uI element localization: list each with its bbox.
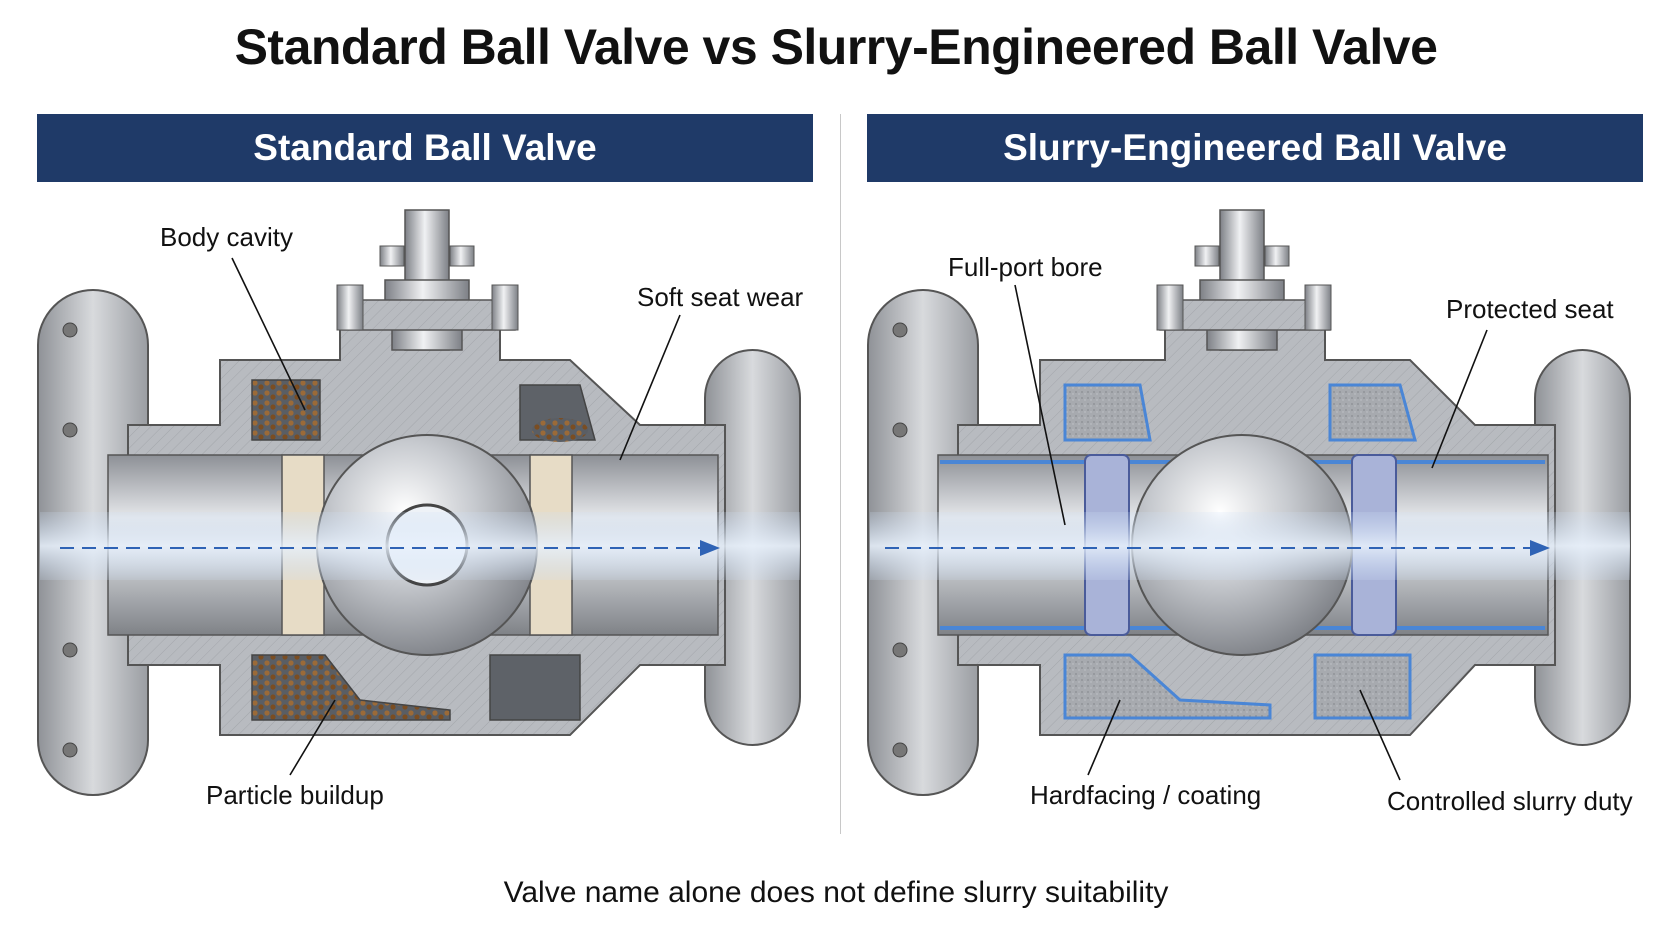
page-title: Standard Ball Valve vs Slurry-Engineered…: [234, 19, 1438, 75]
label-protected-seat: Protected seat: [1446, 294, 1614, 324]
label-full-port-bore: Full-port bore: [948, 252, 1103, 282]
label-hardfacing-coating: Hardfacing / coating: [1030, 780, 1262, 810]
standard-valve-drawing: [37, 209, 801, 796]
slurry-valve-drawing: [867, 209, 1631, 796]
standard-valve-heading: Standard Ball Valve: [37, 114, 813, 182]
panel-divider: [840, 114, 841, 834]
label-controlled-slurry-duty: Controlled slurry duty: [1387, 786, 1633, 816]
label-soft-seat-wear: Soft seat wear: [637, 282, 804, 312]
slurry-valve-heading: Slurry-Engineered Ball Valve: [867, 114, 1643, 182]
label-particle-buildup: Particle buildup: [206, 780, 384, 810]
label-body-cavity: Body cavity: [160, 222, 293, 252]
footer-caption: Valve name alone does not define slurry …: [503, 876, 1169, 909]
